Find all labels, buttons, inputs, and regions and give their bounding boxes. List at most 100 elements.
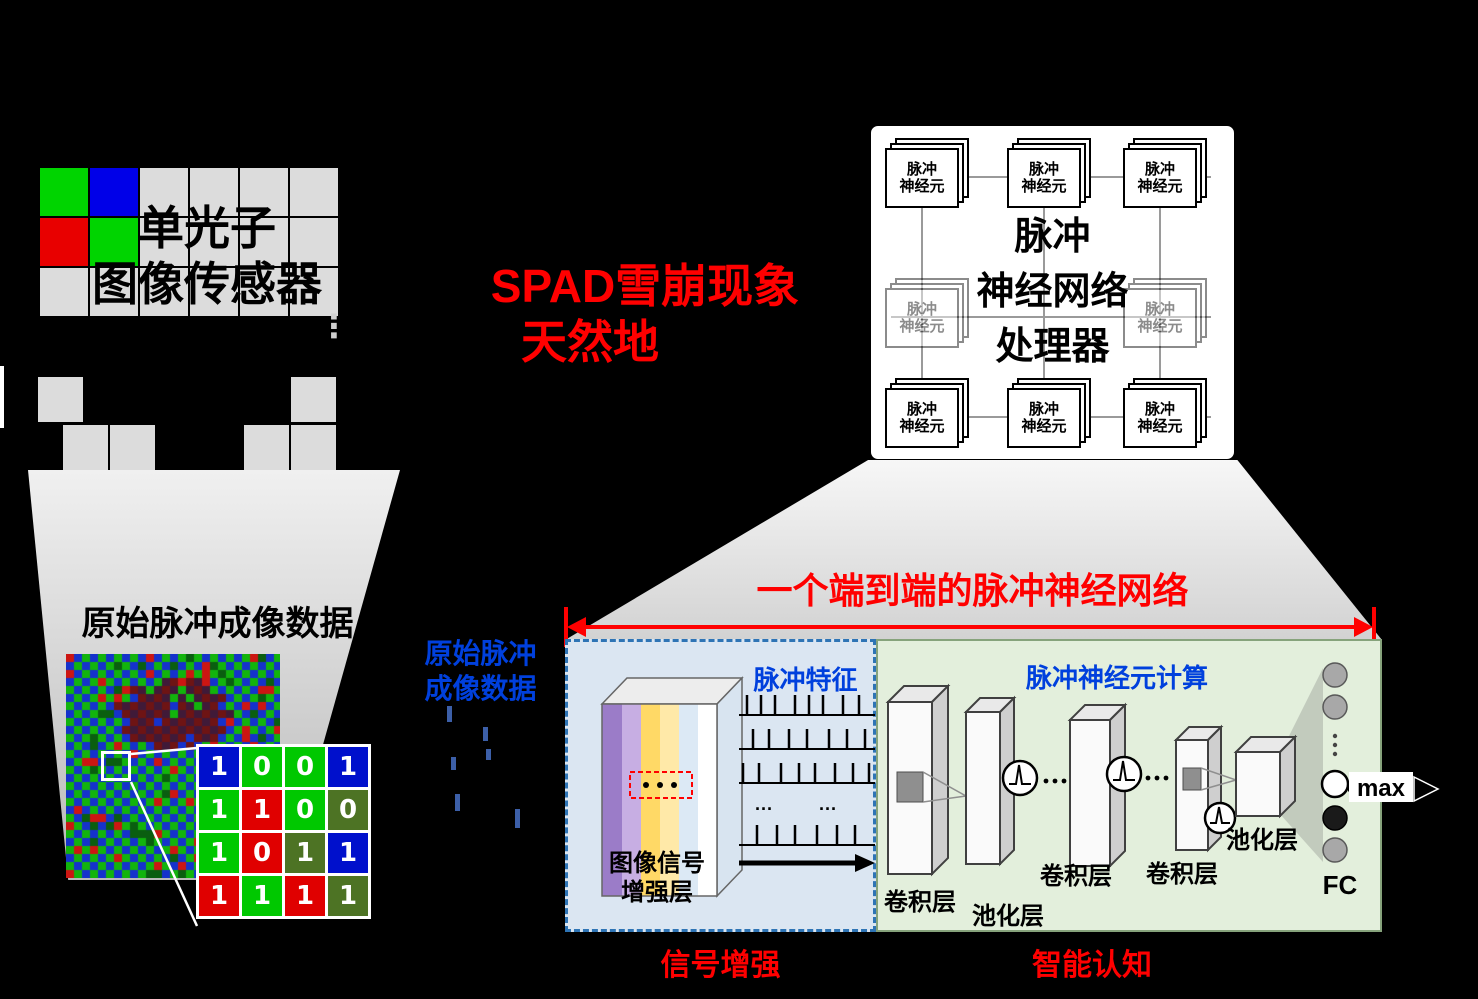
ellipsis-dots: ··· bbox=[819, 799, 837, 819]
binary-grid-cell: 1 bbox=[285, 833, 325, 873]
spike-dash bbox=[455, 794, 460, 811]
processor-title: 脉冲 神经网络 处理器 bbox=[871, 210, 1234, 375]
neuron-card-label: 脉冲 bbox=[906, 300, 937, 318]
sensor-pixel bbox=[110, 425, 155, 470]
binary-grid-cell: 1 bbox=[199, 790, 239, 830]
end-to-end-title: 一个端到端的脉冲神经网络 bbox=[756, 570, 1189, 611]
neuron-card: 脉冲神经元 bbox=[885, 288, 959, 348]
spike-feature-label: 脉冲特征 bbox=[753, 665, 858, 695]
spike-dash bbox=[483, 727, 488, 741]
neuron-card: 脉冲神经元 bbox=[1123, 148, 1197, 208]
sensor-pixel bbox=[40, 268, 88, 316]
conv1-label: 卷积层 bbox=[884, 889, 956, 916]
neuron-card-label: 神经元 bbox=[899, 418, 945, 435]
binary-grid-cell: 0 bbox=[285, 790, 325, 830]
fc-projection-cone bbox=[1280, 668, 1323, 862]
sensor-pixel bbox=[290, 218, 338, 266]
sensor-title-line2: 图像传感器 bbox=[92, 258, 322, 311]
neuron-card: 脉冲神经元 bbox=[885, 388, 959, 448]
pool2-label: 池化层 bbox=[1226, 827, 1298, 854]
neuron-card-label: 脉冲 bbox=[1144, 300, 1175, 318]
sensor-pixel bbox=[140, 168, 188, 216]
spike-dash bbox=[447, 706, 452, 722]
snn-compute-illustration: max bbox=[885, 662, 1440, 877]
processor-title-line3: 处理器 bbox=[995, 326, 1110, 369]
bayer-pixel-red bbox=[40, 218, 88, 266]
sensor-pixel bbox=[240, 168, 288, 216]
magnifier-callout bbox=[101, 751, 131, 781]
spike-train-plot: ······ bbox=[739, 695, 875, 846]
bayer-pixel-blue bbox=[90, 168, 138, 216]
neuron-card-label: 神经元 bbox=[1137, 178, 1183, 195]
binary-grid-cell: 0 bbox=[242, 833, 282, 873]
sensor-pixel bbox=[190, 268, 238, 316]
sensor-pixel bbox=[240, 218, 288, 266]
processor-title-line1: 脉冲 bbox=[1014, 216, 1091, 258]
neuron-card: 脉冲神经元 bbox=[885, 148, 959, 208]
feature-patch bbox=[1182, 767, 1202, 791]
neuron-card-label: 神经元 bbox=[1137, 318, 1183, 335]
sensor-pixel bbox=[190, 218, 238, 266]
sensor-pixel bbox=[190, 168, 238, 216]
pool-cube bbox=[1233, 734, 1298, 819]
binary-grid-cell: 1 bbox=[242, 790, 282, 830]
flow-arrow bbox=[739, 854, 875, 872]
binary-grid-cell: 0 bbox=[285, 747, 325, 787]
spike-dash bbox=[451, 757, 456, 770]
neuron-card-label: 脉冲 bbox=[906, 400, 937, 418]
binary-grid-cell: 0 bbox=[328, 790, 368, 830]
span-arrow bbox=[564, 607, 1376, 647]
enhance-footer-label: 信号增强 bbox=[660, 949, 781, 982]
sensor-pixel bbox=[291, 377, 336, 422]
raw-blue-line1: 原始脉冲 bbox=[424, 638, 537, 669]
binary-grid-cell: 1 bbox=[328, 876, 368, 916]
pool1-label: 池化层 bbox=[972, 903, 1044, 930]
sensor-pixel bbox=[291, 425, 336, 470]
spiking-neuron-icon bbox=[1001, 759, 1039, 797]
binary-grid-cell: 1 bbox=[199, 876, 239, 916]
conv3-label: 卷积层 bbox=[1146, 861, 1218, 888]
spike-dash bbox=[486, 749, 491, 760]
sensor-pixel bbox=[244, 425, 289, 470]
neuron-card-label: 神经元 bbox=[899, 318, 945, 335]
binary-grid-cell: 1 bbox=[285, 876, 325, 916]
callout-lines bbox=[129, 746, 199, 927]
neuron-card-label: 脉冲 bbox=[1028, 160, 1059, 178]
conv-layer-3-slab bbox=[1173, 724, 1224, 853]
neuron-compute-label: 脉冲神经元计算 bbox=[1025, 663, 1208, 693]
fc-label: FC bbox=[1322, 870, 1358, 900]
neuron-card: 脉冲神经元 bbox=[1007, 148, 1081, 208]
sensor-pixel bbox=[290, 168, 338, 216]
box-front-layers bbox=[601, 703, 718, 897]
snn-processor-box: 脉冲神经元 脉冲神经元 脉冲神经元 脉冲神经元 脉冲神经元 脉冲神经元 脉冲神经… bbox=[868, 123, 1237, 462]
spike-dash bbox=[515, 809, 520, 828]
neuron-card-label: 神经元 bbox=[1021, 418, 1067, 435]
max-arrow: max bbox=[1348, 772, 1440, 803]
enhancement-layers-3d-box bbox=[600, 676, 744, 898]
spiking-neuron-icon bbox=[1105, 755, 1143, 793]
neuron-card-label: 脉冲 bbox=[906, 160, 937, 178]
neuron-card-label: 脉冲 bbox=[1144, 160, 1175, 178]
spad-caption-line2: 天然地 bbox=[521, 316, 659, 368]
neuron-card: 脉冲神经元 bbox=[1123, 388, 1197, 448]
sensor-pixel bbox=[240, 268, 288, 316]
sensor-pixel bbox=[63, 425, 108, 470]
binary-grid-cell: 1 bbox=[328, 747, 368, 787]
sensor-pixel bbox=[140, 268, 188, 316]
binary-grid-cell: 0 bbox=[242, 747, 282, 787]
processor-grid-line bbox=[1043, 178, 1045, 418]
bayer-pixel-green bbox=[40, 168, 88, 216]
neuron-card: 脉冲神经元 bbox=[1007, 388, 1081, 448]
binary-grid-cell: 1 bbox=[199, 747, 239, 787]
sensor-pixel bbox=[38, 377, 83, 422]
spiking-neuron-icon bbox=[1203, 801, 1237, 835]
neuron-card-label: 脉冲 bbox=[1028, 400, 1059, 418]
enhance-layer-line2: 增强层 bbox=[621, 878, 693, 906]
neuron-card-label: 神经元 bbox=[1137, 418, 1183, 435]
bayer-pixel-green bbox=[90, 218, 138, 266]
neuron-card: 脉冲神经元 bbox=[1123, 288, 1197, 348]
feature-patch bbox=[896, 771, 924, 803]
raw-data-label: 原始脉冲成像数据 bbox=[81, 605, 354, 643]
